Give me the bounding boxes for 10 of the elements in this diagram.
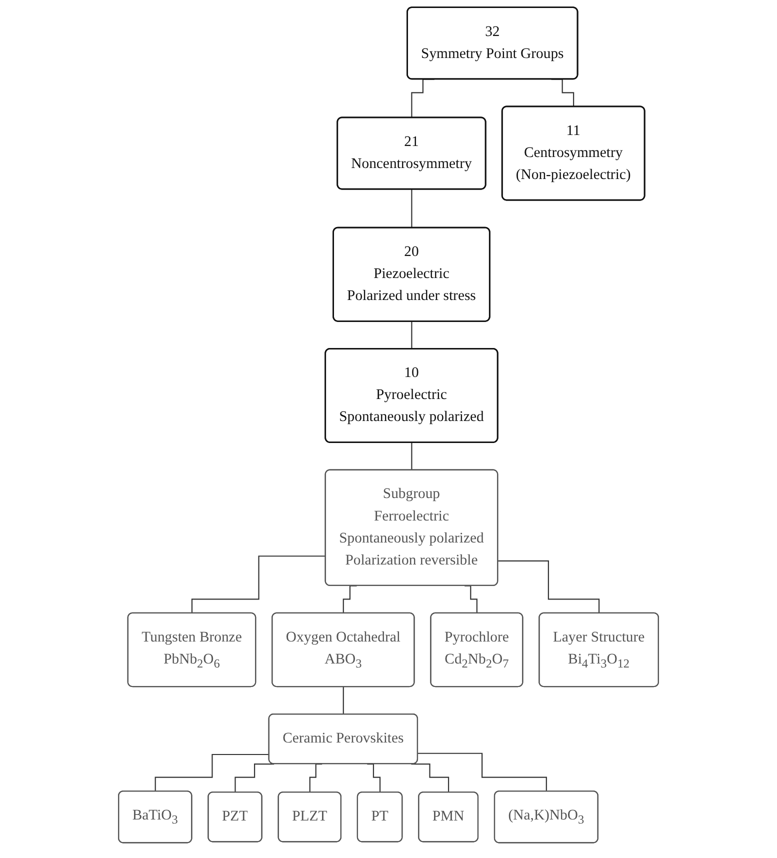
connector xyxy=(498,560,600,614)
connector xyxy=(411,321,412,350)
connector xyxy=(191,556,326,614)
connector xyxy=(342,686,344,716)
connector xyxy=(411,188,412,229)
connector xyxy=(154,754,270,792)
connector xyxy=(234,764,274,794)
connector xyxy=(411,764,450,794)
connector xyxy=(411,442,412,471)
connector xyxy=(418,752,548,792)
